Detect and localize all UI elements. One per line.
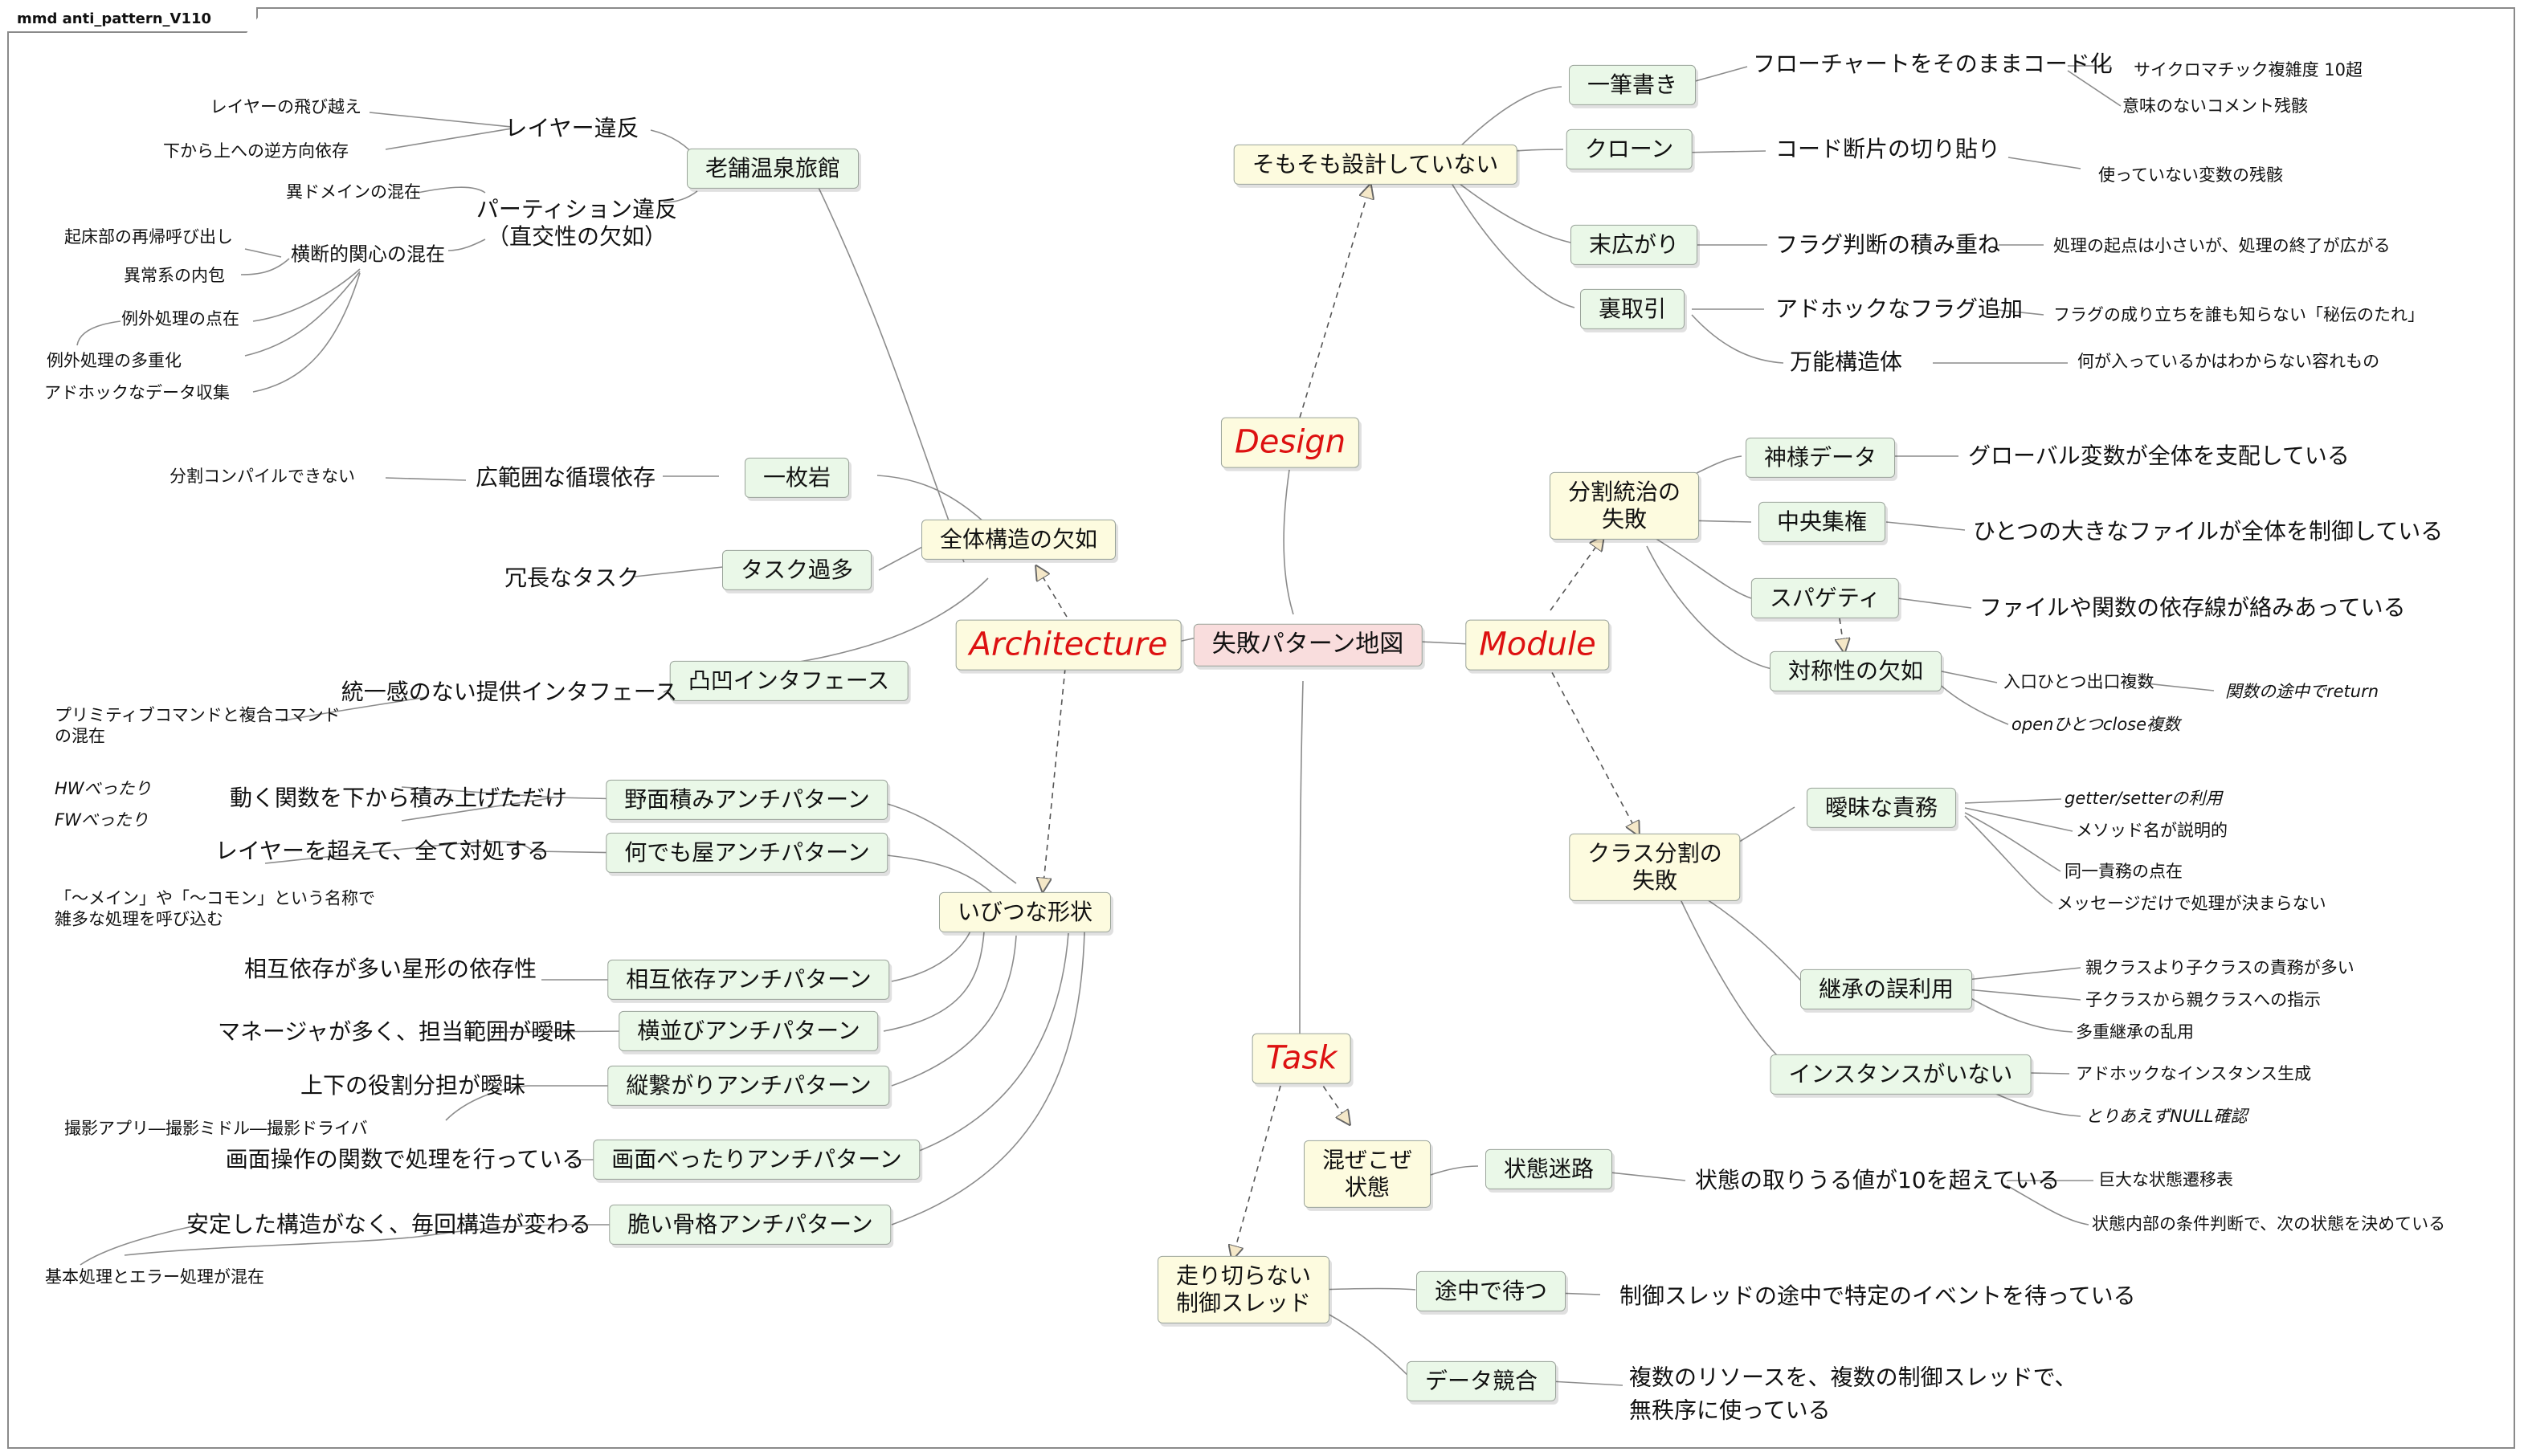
note-message-only: メッセージだけで処理が決まらない (2056, 894, 2326, 914)
note-camera-chain: 撮影アプリ―撮影ミドル―撮影ドライバ (64, 1119, 368, 1139)
node-vague-resp[interactable]: 曖昧な責務 (1806, 787, 1957, 829)
node-inn[interactable]: 老舗温泉旅館 (686, 148, 860, 190)
text-partition-violation: パーティション違反 （直交性の欠如） (476, 195, 678, 250)
note-hw-flat: HWべったり (55, 779, 152, 799)
node-god-data[interactable]: 神様データ (1745, 437, 1896, 479)
note-huge-table: 巨大な状態遷移表 (2098, 1170, 2233, 1190)
node-data-race[interactable]: データ競合 (1406, 1360, 1557, 1402)
text-stack-funcs: 動く関数を下から積み上げただけ (229, 784, 568, 811)
node-suehirogari[interactable]: 末広がり (1570, 224, 1698, 266)
text-central: ひとつの大きなファイルが全体を制御している (1973, 517, 2444, 544)
node-unfinished-thread[interactable]: 走り切らない 制御スレッド (1157, 1255, 1330, 1324)
node-symmetry[interactable]: 対称性の欠如 (1769, 651, 1942, 692)
category-architecture[interactable]: Architecture (955, 619, 1182, 671)
text-copy-paste: コード断片の切り貼り (1775, 135, 2001, 162)
text-updown-role: 上下の役割分担が曖昧 (300, 1071, 526, 1099)
note-meaningless-comment: 意味のないコメント残骸 (2122, 96, 2308, 116)
text-screen-func: 画面操作の関数で処理を行っている (225, 1145, 585, 1173)
node-mazekoze[interactable]: 混ぜこぜ 状態 (1303, 1140, 1431, 1209)
note-multi-inherit: 多重継承の乱用 (2076, 1022, 2194, 1042)
node-screen-flat[interactable]: 画面べったりアンチパターン (593, 1139, 921, 1181)
node-central[interactable]: 中央集権 (1758, 501, 1886, 543)
text-god-data: グローバル変数が全体を支配している (1968, 442, 2350, 469)
node-monolith[interactable]: 一枚岩 (744, 457, 850, 499)
node-nozumi[interactable]: 野面積みアンチパターン (606, 779, 888, 821)
text-spaghetti: ファイルや関数の依存線が絡みあっている (1979, 593, 2406, 621)
note-adhoc-collect: アドホックなデータ収集 (44, 383, 230, 403)
node-inherit-misuse[interactable]: 継承の誤利用 (1799, 969, 1973, 1010)
note-basic-error-mix: 基本処理とエラー処理が混在 (45, 1267, 264, 1287)
note-child-to-parent: 子クラスから親クラスへの指示 (2085, 990, 2322, 1010)
node-uratorihiki[interactable]: 裏取引 (1579, 288, 1685, 330)
note-foreign-domain: 異ドメインの混在 (286, 182, 421, 202)
note-reverse-dep: 下から上への逆方向依存 (163, 141, 349, 161)
note-exception-multi: 例外処理の多重化 (47, 351, 182, 371)
node-waiting[interactable]: 途中で待つ (1415, 1270, 1566, 1312)
node-fragile[interactable]: 脆い骨格アンチパターン (609, 1204, 892, 1246)
note-cyclomatic: サイクロマチック複雑度 10超 (2134, 60, 2363, 80)
text-inconsistent-if: 統一感のない提供インタフェース (341, 678, 678, 705)
node-task-excess[interactable]: タスク過多 (721, 549, 872, 591)
text-flag-stack: フラグ判断の積み重ね (1775, 230, 2001, 258)
category-module[interactable]: Module (1465, 619, 1610, 671)
note-flag-stack: 処理の起点は小さいが、処理の終了が広がる (2053, 236, 2391, 256)
node-state-maze[interactable]: 状態迷路 (1485, 1148, 1613, 1190)
node-hitofude[interactable]: 一筆書き (1568, 64, 1697, 106)
text-manager-many: マネージャが多く、担当範囲が曖昧 (217, 1018, 577, 1045)
note-layer-skip: レイヤーの飛び越え (210, 97, 361, 117)
note-primitive-mix: プリミティブコマンドと複合コマンド の混在 (55, 705, 341, 745)
text-data-race: 複数のリソースを、複数の制御スレッドで、 無秩序に使っている (1629, 1364, 2077, 1423)
note-null-check: とりあえずNULL確認 (2085, 1107, 2248, 1127)
note-open-close: openひとつclose複数 (2011, 715, 2181, 735)
text-redundant-task: 冗長なタスク (504, 564, 640, 591)
note-fw-flat: FWべったり (55, 810, 149, 830)
note-cross-cutting: 横断的関心の混在 (291, 243, 445, 266)
note-child-more: 親クラスより子クラスの責務が多い (2085, 958, 2355, 978)
note-error-inclusion: 異常系の内包 (124, 266, 225, 286)
category-task[interactable]: Task (1252, 1033, 1351, 1084)
note-adhoc-instance: アドホックなインスタンス生成 (2076, 1064, 2312, 1084)
node-clone[interactable]: クローン (1566, 128, 1693, 170)
frame-title: mmd anti_pattern_V110 (7, 7, 258, 33)
note-no-split-compile: 分割コンパイルできない (169, 467, 355, 487)
text-unstable-structure: 安定した構造がなく、毎回構造が変わる (186, 1210, 592, 1238)
note-unused-vars: 使っていない変数の残骸 (2098, 165, 2283, 186)
note-universal: 何が入っているかはわからない容れもの (2077, 352, 2380, 372)
note-exception-scatter: 例外処理の点在 (121, 309, 239, 329)
node-nandemoya[interactable]: 何でも屋アンチパターン (606, 832, 888, 874)
text-adhoc-flag: アドホックなフラグ追加 (1775, 295, 2024, 322)
diagram-frame (7, 7, 2515, 1449)
node-tatetsunagari[interactable]: 縦繋がりアンチパターン (607, 1065, 890, 1107)
node-divide-fail[interactable]: 分割統治の 失敗 (1549, 471, 1700, 540)
node-lack-structure[interactable]: 全体構造の欠如 (921, 519, 1117, 561)
note-return-mid: 関数の途中でreturn (2225, 682, 2379, 702)
note-adhoc-flag: フラグの成り立ちを誰も知らない「秘伝のたれ」 (2053, 305, 2424, 325)
node-yokonarabi[interactable]: 横並びアンチパターン (619, 1010, 879, 1052)
text-flowchart: フローチャートをそのままコード化 (1753, 50, 2113, 77)
text-universal: 万能構造体 (1790, 348, 1903, 375)
category-design[interactable]: Design (1220, 417, 1360, 468)
node-distorted[interactable]: いびつな形状 (938, 891, 1112, 933)
node-uneven-if[interactable]: 凸凹インタフェース (669, 660, 909, 702)
text-circular: 広範囲な循環依存 (475, 463, 656, 491)
note-same-resp: 同一責務の点在 (2065, 862, 2183, 882)
root-node[interactable]: 失敗パターン地図 (1193, 623, 1423, 667)
note-internal-cond: 状態内部の条件判断で、次の状態を決めている (2092, 1214, 2446, 1234)
text-state-over10: 状態の取りうる値が10を超えている (1695, 1166, 2060, 1193)
text-star-dep: 相互依存が多い星形の依存性 (243, 955, 537, 982)
note-entry-exit: 入口ひとつ出口複数 (2003, 672, 2154, 692)
note-method-name: メソッド名が説明的 (2076, 821, 2228, 841)
node-no-instance[interactable]: インスタンスがいない (1770, 1054, 2032, 1095)
note-main-common: 「～メイン」や「～コモン」という名称で 雑多な処理を呼び込む (55, 888, 375, 928)
text-waiting: 制御スレッドの途中で特定のイベントを待っている (1619, 1282, 2136, 1309)
text-beyond-layer: レイヤーを超えて、全て対処する (214, 837, 550, 864)
node-no-design[interactable]: そもそも設計していない (1233, 144, 1517, 186)
note-startup-recall: 起床部の再帰呼び出し (64, 227, 233, 247)
node-mutual[interactable]: 相互依存アンチパターン (607, 959, 890, 1001)
text-layer-violation: レイヤー違反 (504, 114, 639, 141)
node-spaghetti[interactable]: スパゲティ (1750, 577, 1900, 619)
note-getter-setter: getter/setterの利用 (2065, 789, 2223, 809)
node-class-divide-fail[interactable]: クラス分割の 失敗 (1569, 833, 1741, 902)
